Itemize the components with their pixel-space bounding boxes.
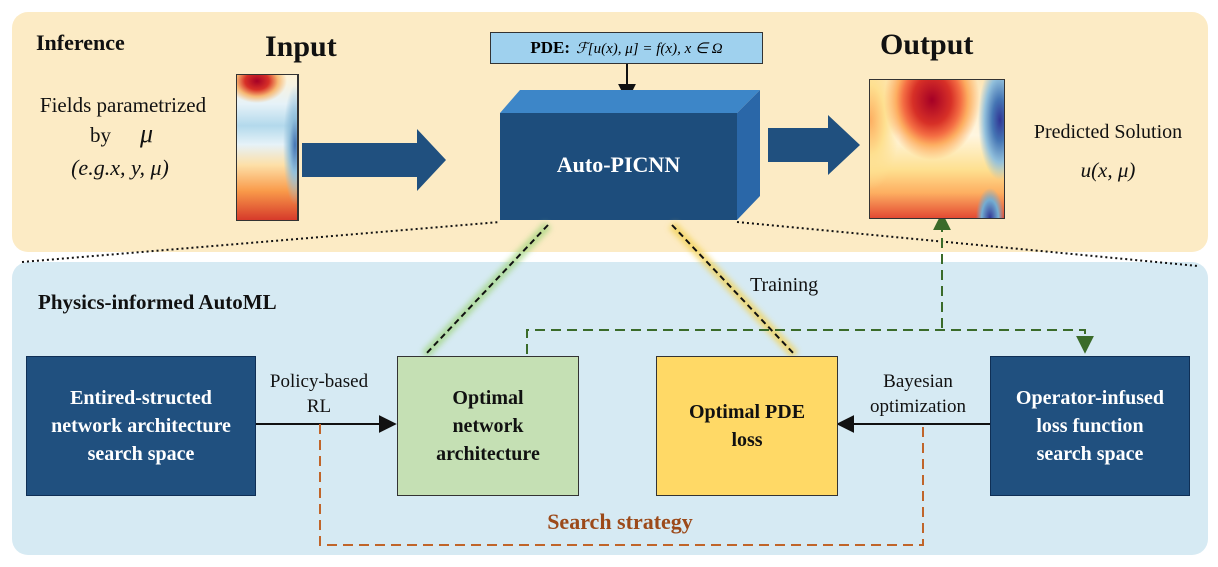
optimal-network-line: network	[452, 415, 524, 437]
dotted-divider-right	[736, 221, 1199, 267]
optimal-network-box: Optimal network architecture	[397, 356, 579, 496]
network-search-space-line: search space	[87, 443, 195, 465]
training-label: Training	[750, 274, 819, 296]
model-cube-top	[500, 90, 760, 113]
input-flow-arrow	[302, 129, 446, 191]
green-glow	[421, 221, 552, 359]
optimal-loss-line: loss	[731, 429, 763, 451]
model-cube-front	[500, 113, 737, 220]
training-path	[526, 329, 1094, 354]
search-strategy-label: Search strategy	[547, 509, 693, 534]
model-label: Auto-PICNN	[556, 152, 681, 177]
inference-title: Inference	[36, 30, 125, 55]
predicted-line1: Predicted Solution	[1033, 121, 1183, 143]
bayesian-label-line1: Bayesian	[883, 371, 953, 392]
output-heatmap	[869, 79, 1005, 219]
optimal-network-line: architecture	[436, 443, 540, 465]
fields-example: (e.g.x, y, μ)	[71, 155, 169, 180]
loss-search-space-line: loss function	[1036, 415, 1144, 437]
pde-label: PDE:	[530, 38, 570, 57]
loss-search-space-box: Operator-infused loss function search sp…	[990, 356, 1190, 496]
input-heatmap-full	[236, 74, 298, 221]
yellow-glow	[668, 221, 799, 359]
loss-search-space-line: search space	[1036, 443, 1144, 465]
optimal-loss-box: Optimal PDE loss	[656, 356, 838, 496]
pde-formula: ℱ[u(x), μ] = f(x), x ∈ Ω	[576, 40, 723, 57]
pde-box: PDE: ℱ[u(x), μ] = f(x), x ∈ Ω	[490, 32, 763, 64]
automl-title: Physics-informed AutoML	[38, 290, 277, 314]
model-cube-side	[737, 90, 760, 220]
input-title: Input	[265, 30, 337, 63]
output-title: Output	[880, 28, 974, 61]
loss-search-space-line: Operator-infused	[1015, 387, 1165, 409]
network-search-space-box: Entired-structed network architecture se…	[26, 356, 256, 496]
predicted-line2: u(x, μ)	[1080, 158, 1136, 182]
bayesian-label-line2: optimization	[869, 396, 967, 417]
output-flow-arrow	[768, 115, 860, 175]
policy-label-line1: Policy-based	[269, 371, 369, 392]
dotted-divider-left	[21, 221, 501, 263]
fields-mu: μ	[140, 119, 154, 148]
optimal-network-line: Optimal	[452, 387, 524, 409]
network-search-space-line: network architecture	[51, 415, 231, 437]
policy-label-line2: RL	[306, 396, 332, 417]
fields-line2: by	[90, 123, 111, 147]
optimal-loss-line: Optimal PDE	[688, 401, 806, 423]
search-strategy-loop	[319, 424, 924, 546]
network-search-space-line: Entired-structed	[70, 387, 212, 409]
fields-line1: Fields parametrized	[39, 93, 207, 117]
